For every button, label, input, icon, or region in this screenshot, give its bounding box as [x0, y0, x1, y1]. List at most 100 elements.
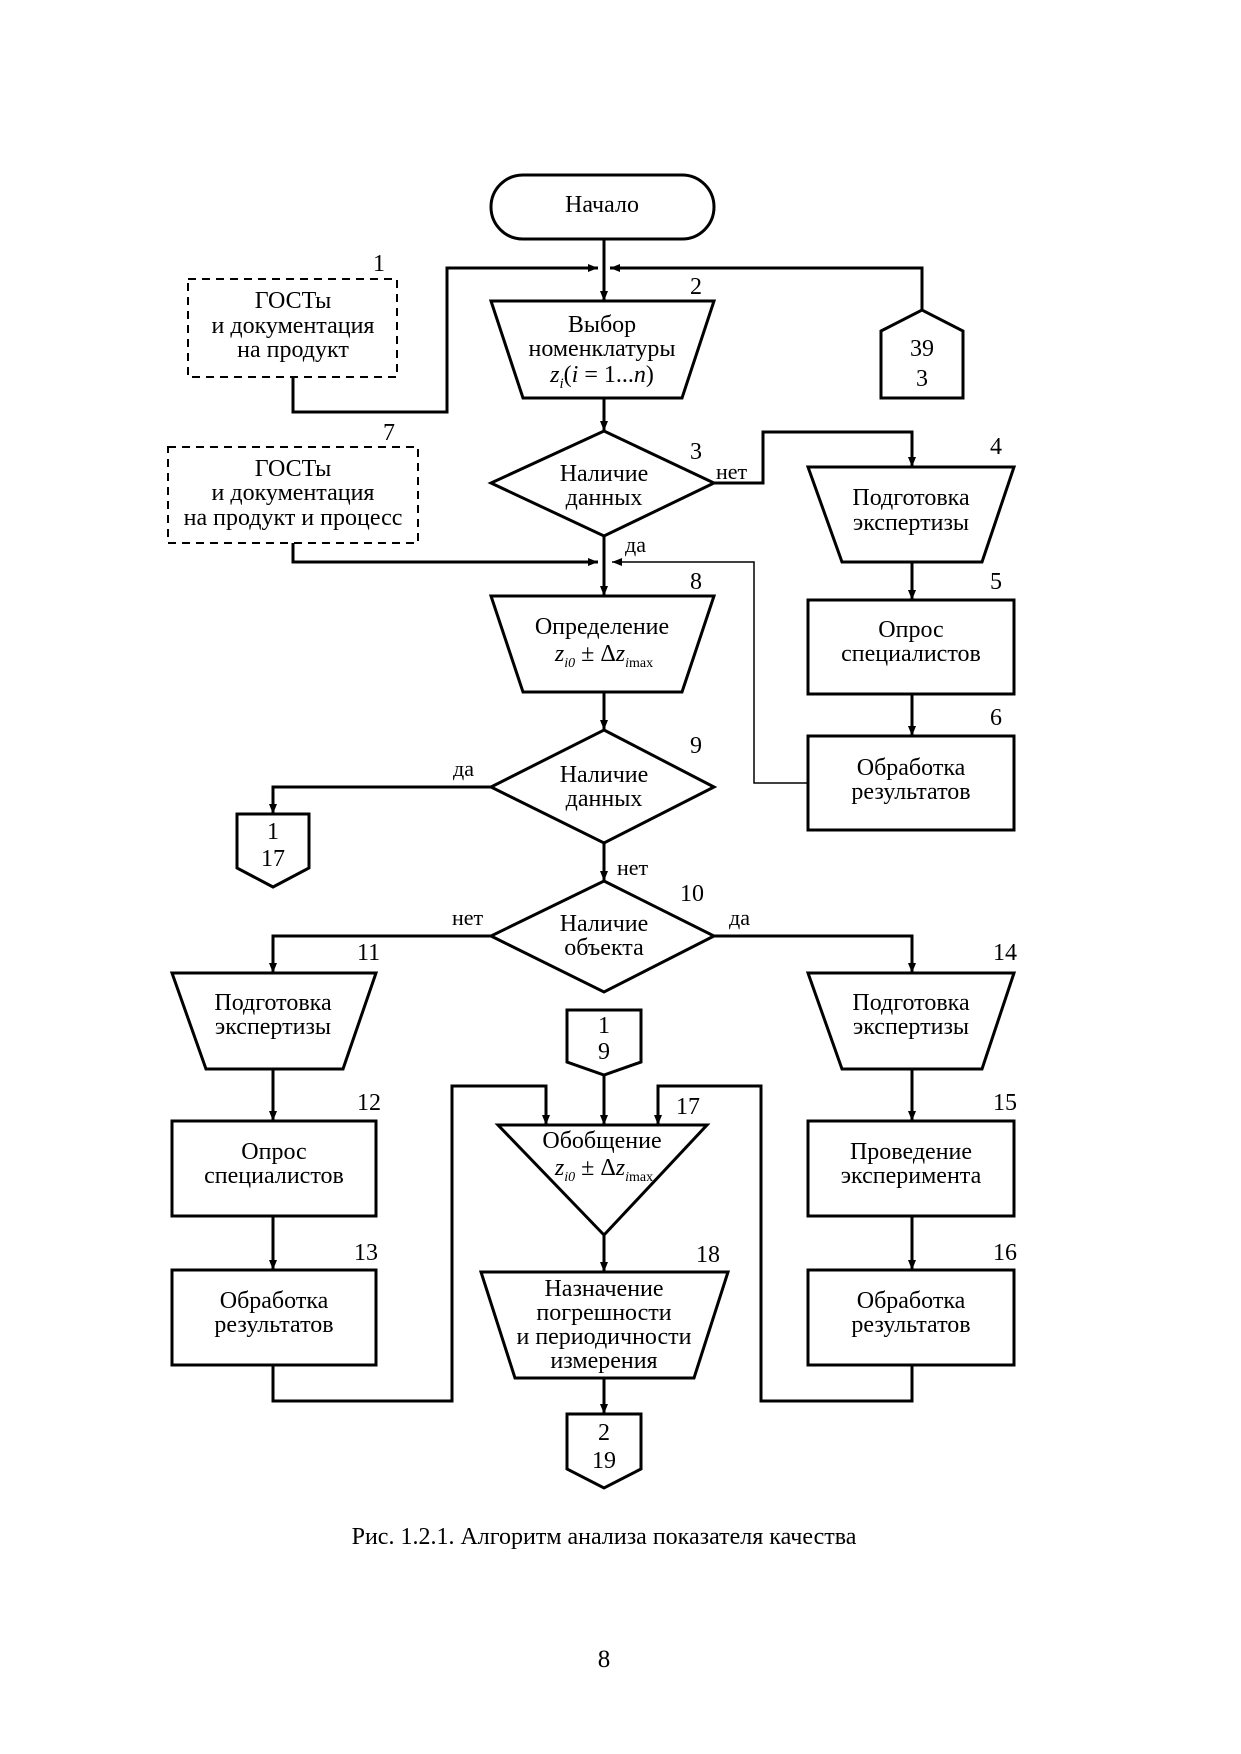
flow-10-no-to-11 — [269, 934, 491, 973]
flow-3-no-to-4 — [714, 430, 916, 485]
figure-caption: Рис. 1.2.1. Алгоритм анализа показателя … — [352, 1524, 857, 1550]
connector-1-9-line-1: 1 — [598, 1013, 610, 1039]
connector-1-17: 1 17 — [235, 812, 311, 889]
block-1-line-2: и документация — [212, 313, 375, 339]
block-4-line-1: Подготовка — [852, 485, 970, 511]
block-1-standards: 1 ГОСТы и документация на продукт — [187, 251, 398, 378]
block-1-number: 1 — [373, 251, 385, 277]
block-6-process-results: 6 Обработка результатов — [806, 705, 1016, 832]
block-12-line-1: Опрос — [241, 1139, 306, 1165]
block-16-line-2: результатов — [851, 1312, 970, 1338]
block-14-number: 14 — [993, 940, 1017, 966]
block-2-line-2: номенклатуры — [528, 336, 675, 362]
start-label: Начало — [565, 192, 639, 218]
flow-6-to-8-thin — [612, 558, 808, 784]
block-18-line-4: измерения — [550, 1348, 657, 1374]
decision-10-object-available: 10 Наличие объекта нет да — [452, 879, 750, 994]
connectors — [269, 239, 924, 1414]
decision-10-yes-label: да — [729, 905, 750, 930]
decision-3-data-available: 3 Наличие данных нет да — [487, 429, 748, 557]
block-18-line-1: Назначение — [544, 1276, 663, 1302]
connector-2-19-line-1: 2 — [598, 1420, 610, 1446]
block-14-line-2: экспертизы — [853, 1014, 969, 1040]
decision-3-line-2: данных — [566, 485, 643, 511]
block-15-line-1: Проведение — [850, 1139, 972, 1165]
block-13-line-1: Обработка — [220, 1288, 329, 1314]
block-14-prepare-expertise: 14 Подготовка экспертизы — [805, 940, 1017, 1071]
block-15-conduct-experiment: 15 Проведение эксперимента — [806, 1090, 1017, 1218]
block-7-standards-process: 7 ГОСТы и документация на продукт и проц… — [167, 420, 419, 544]
block-5-survey-specialists: 5 Опрос специалистов — [806, 569, 1016, 696]
flow-7-to-8 — [291, 543, 598, 566]
decision-3-no-label: нет — [716, 459, 748, 484]
flow-9-yes-to-1-17 — [269, 785, 491, 814]
decision-9-data-available: 9 Наличие данных да нет — [453, 728, 718, 880]
decision-10-no-label: нет — [452, 905, 484, 930]
flow-16-to-17 — [654, 1084, 914, 1403]
decision-3-yes-label: да — [625, 532, 646, 557]
block-2-formula: zi(i = 1...n) — [549, 362, 654, 392]
flow-10-yes-to-14 — [714, 934, 916, 973]
block-15-number: 15 — [993, 1090, 1017, 1116]
block-17-generalization: 17 Обобщение zi0 ± Δzimax — [494, 1094, 711, 1238]
page-number: 8 — [598, 1646, 611, 1673]
block-2-line-1: Выбор — [568, 312, 636, 338]
block-13-number: 13 — [354, 1240, 378, 1266]
block-8-definition: 8 Определение zi0 ± Δzimax — [488, 569, 717, 694]
connector-2-19: 2 19 — [565, 1412, 643, 1490]
block-start: Начало — [489, 173, 716, 241]
flow-13-to-17 — [271, 1084, 550, 1403]
decision-9-number: 9 — [690, 733, 702, 759]
block-11-prepare-expertise: 11 Подготовка экспертизы — [169, 940, 380, 1071]
block-7-number: 7 — [383, 420, 395, 446]
connector-39-3-line-1: 39 — [910, 336, 934, 362]
blocks: Начало 1 ГОСТы и документация на продукт… — [167, 173, 1017, 1490]
flow-1-to-2 — [291, 264, 598, 414]
connector-2-19-line-2: 19 — [592, 1448, 616, 1474]
decision-10-line-2: объекта — [564, 935, 644, 961]
block-11-number: 11 — [357, 940, 380, 966]
block-15-line-2: эксперимента — [841, 1163, 982, 1189]
block-18-number: 18 — [696, 1242, 720, 1268]
block-6-line-1: Обработка — [857, 755, 966, 781]
decision-9-yes-label: да — [453, 756, 474, 781]
block-2-nomenclature: 2 Выбор номенклатуры zi(i = 1...n) — [488, 274, 717, 400]
connector-39-3-line-2: 3 — [916, 366, 928, 392]
block-14-line-1: Подготовка — [852, 990, 970, 1016]
block-11-line-2: экспертизы — [215, 1014, 331, 1040]
connector-1-17-line-1: 1 — [267, 819, 279, 845]
block-6-line-2: результатов — [851, 779, 970, 805]
block-18-line-3: и периодичности — [516, 1324, 691, 1350]
decision-10-number: 10 — [680, 881, 704, 907]
block-4-prepare-expertise: 4 Подготовка экспертизы — [805, 434, 1017, 564]
connector-1-9-line-2: 9 — [598, 1039, 610, 1065]
block-16-line-1: Обработка — [857, 1288, 966, 1314]
decision-9-line-1: Наличие — [560, 762, 649, 788]
block-17-number: 17 — [676, 1094, 700, 1120]
block-13-process-results: 13 Обработка результатов — [170, 1240, 378, 1367]
block-8-formula: zi0 ± Δzimax — [554, 641, 653, 671]
block-12-survey-specialists: 12 Опрос специалистов — [170, 1090, 381, 1218]
block-4-number: 4 — [990, 434, 1002, 460]
block-12-number: 12 — [357, 1090, 381, 1116]
block-8-number: 8 — [690, 569, 702, 595]
block-1-line-3: на продукт — [237, 337, 349, 363]
block-7-line-2: и документация — [212, 480, 375, 506]
block-7-line-3: на продукт и процесс — [184, 505, 403, 531]
decision-10-line-1: Наличие — [560, 911, 649, 937]
decision-3-line-1: Наличие — [560, 461, 649, 487]
block-16-process-results: 16 Обработка результатов — [806, 1240, 1017, 1367]
block-5-number: 5 — [990, 569, 1002, 595]
block-17-line-1: Обобщение — [542, 1128, 661, 1154]
connector-1-9: 1 9 — [565, 1008, 643, 1077]
connector-39-3: 39 3 — [879, 308, 965, 400]
block-2-number: 2 — [690, 274, 702, 300]
decision-9-line-2: данных — [566, 786, 643, 812]
block-13-line-2: результатов — [214, 1312, 333, 1338]
block-18-assign-accuracy: 18 Назначение погрешности и периодичност… — [478, 1242, 731, 1380]
block-4-line-2: экспертизы — [853, 510, 969, 536]
decision-3-number: 3 — [690, 439, 702, 465]
block-5-line-1: Опрос — [878, 617, 943, 643]
block-5-line-2: специалистов — [841, 641, 981, 667]
